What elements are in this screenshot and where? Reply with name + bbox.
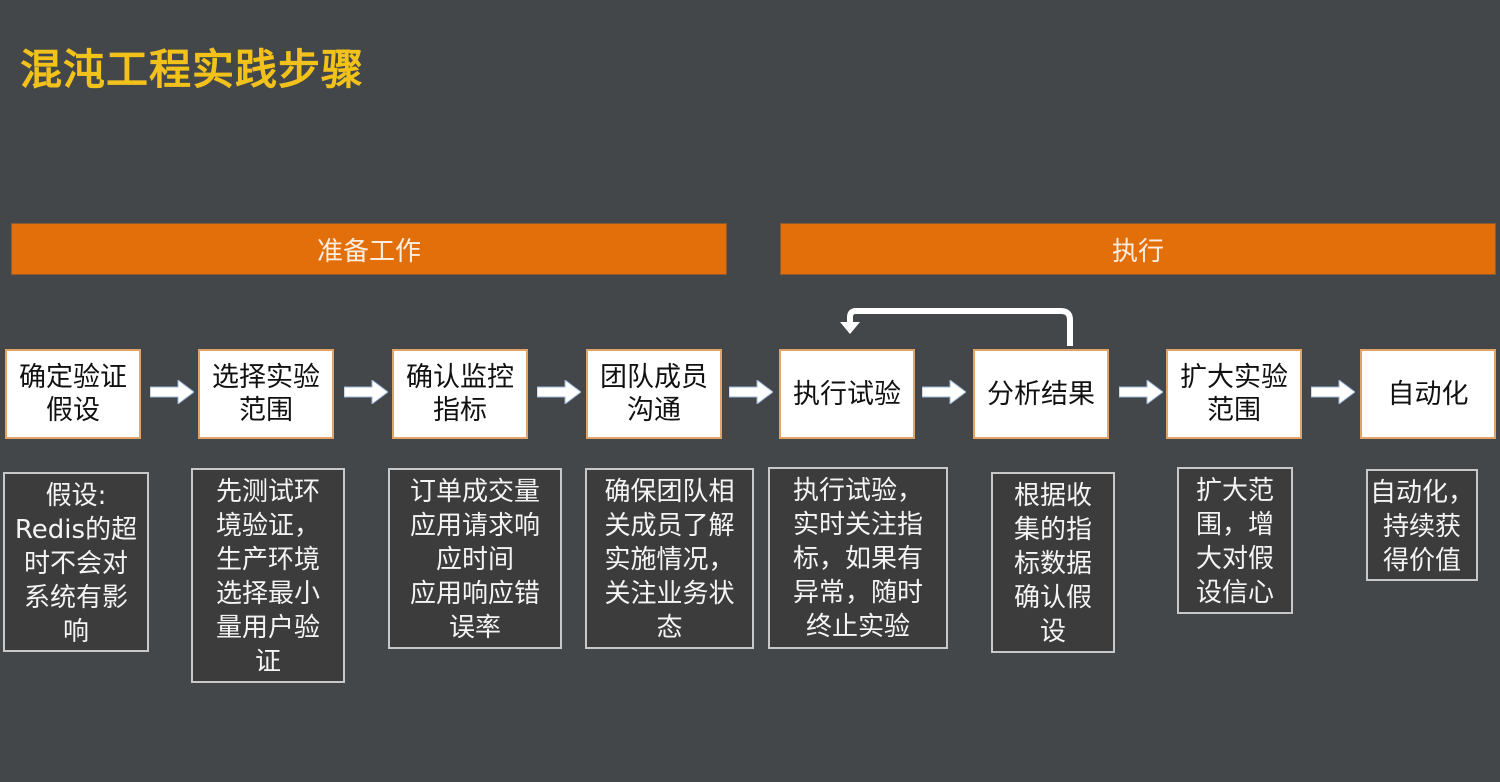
phase-bar-preparation: 准备工作 xyxy=(11,223,727,275)
step-box-analyze-results: 分析结果 xyxy=(973,349,1109,439)
step-box-team-communication: 团队成员 沟通 xyxy=(586,349,722,439)
description-box-analyze-results: 根据收 集的指 标数据 确认假 设 xyxy=(991,472,1115,653)
right-arrow-icon xyxy=(150,380,194,404)
description-box-expand-scope: 扩大范 围，增 大对假 设信心 xyxy=(1177,467,1293,614)
right-arrow-icon xyxy=(1119,380,1163,404)
description-box-select-scope: 先测试环 境验证， 生产环境 选择最小 量用户验 证 xyxy=(191,468,345,683)
step-box-confirm-metrics: 确认监控 指标 xyxy=(392,349,528,439)
right-arrow-icon xyxy=(729,380,773,404)
step-box-select-scope: 选择实验 范围 xyxy=(198,349,334,439)
step-box-automate: 自动化 xyxy=(1360,349,1496,439)
description-box-run-experiment: 执行试验， 实时关注指 标，如果有 异常，随时 终止实验 xyxy=(768,467,948,649)
description-box-confirm-metrics: 订单成交量 应用请求响 应时间 应用响应错 误率 xyxy=(388,468,562,649)
step-box-run-experiment: 执行试验 xyxy=(779,349,915,439)
right-arrow-icon xyxy=(1311,380,1355,404)
step-box-expand-scope: 扩大实验 范围 xyxy=(1166,349,1302,439)
step-box-define-hypothesis: 确定验证 假设 xyxy=(5,349,141,439)
right-arrow-icon xyxy=(537,380,581,404)
description-box-define-hypothesis: 假设: Redis的超 时不会对 系统有影 响 xyxy=(3,472,149,652)
right-arrow-icon xyxy=(344,380,388,404)
right-arrow-icon xyxy=(922,380,966,404)
phase-bar-execution: 执行 xyxy=(780,223,1496,275)
description-box-automate: 自动化， 持续获 得价值 xyxy=(1366,469,1478,581)
page-title: 混沌工程实践步骤 xyxy=(20,45,365,94)
description-box-team-communication: 确保团队相 关成员了解 实施情况， 关注业务状 态 xyxy=(585,468,754,649)
loop-back-arrow-icon xyxy=(840,308,1073,346)
